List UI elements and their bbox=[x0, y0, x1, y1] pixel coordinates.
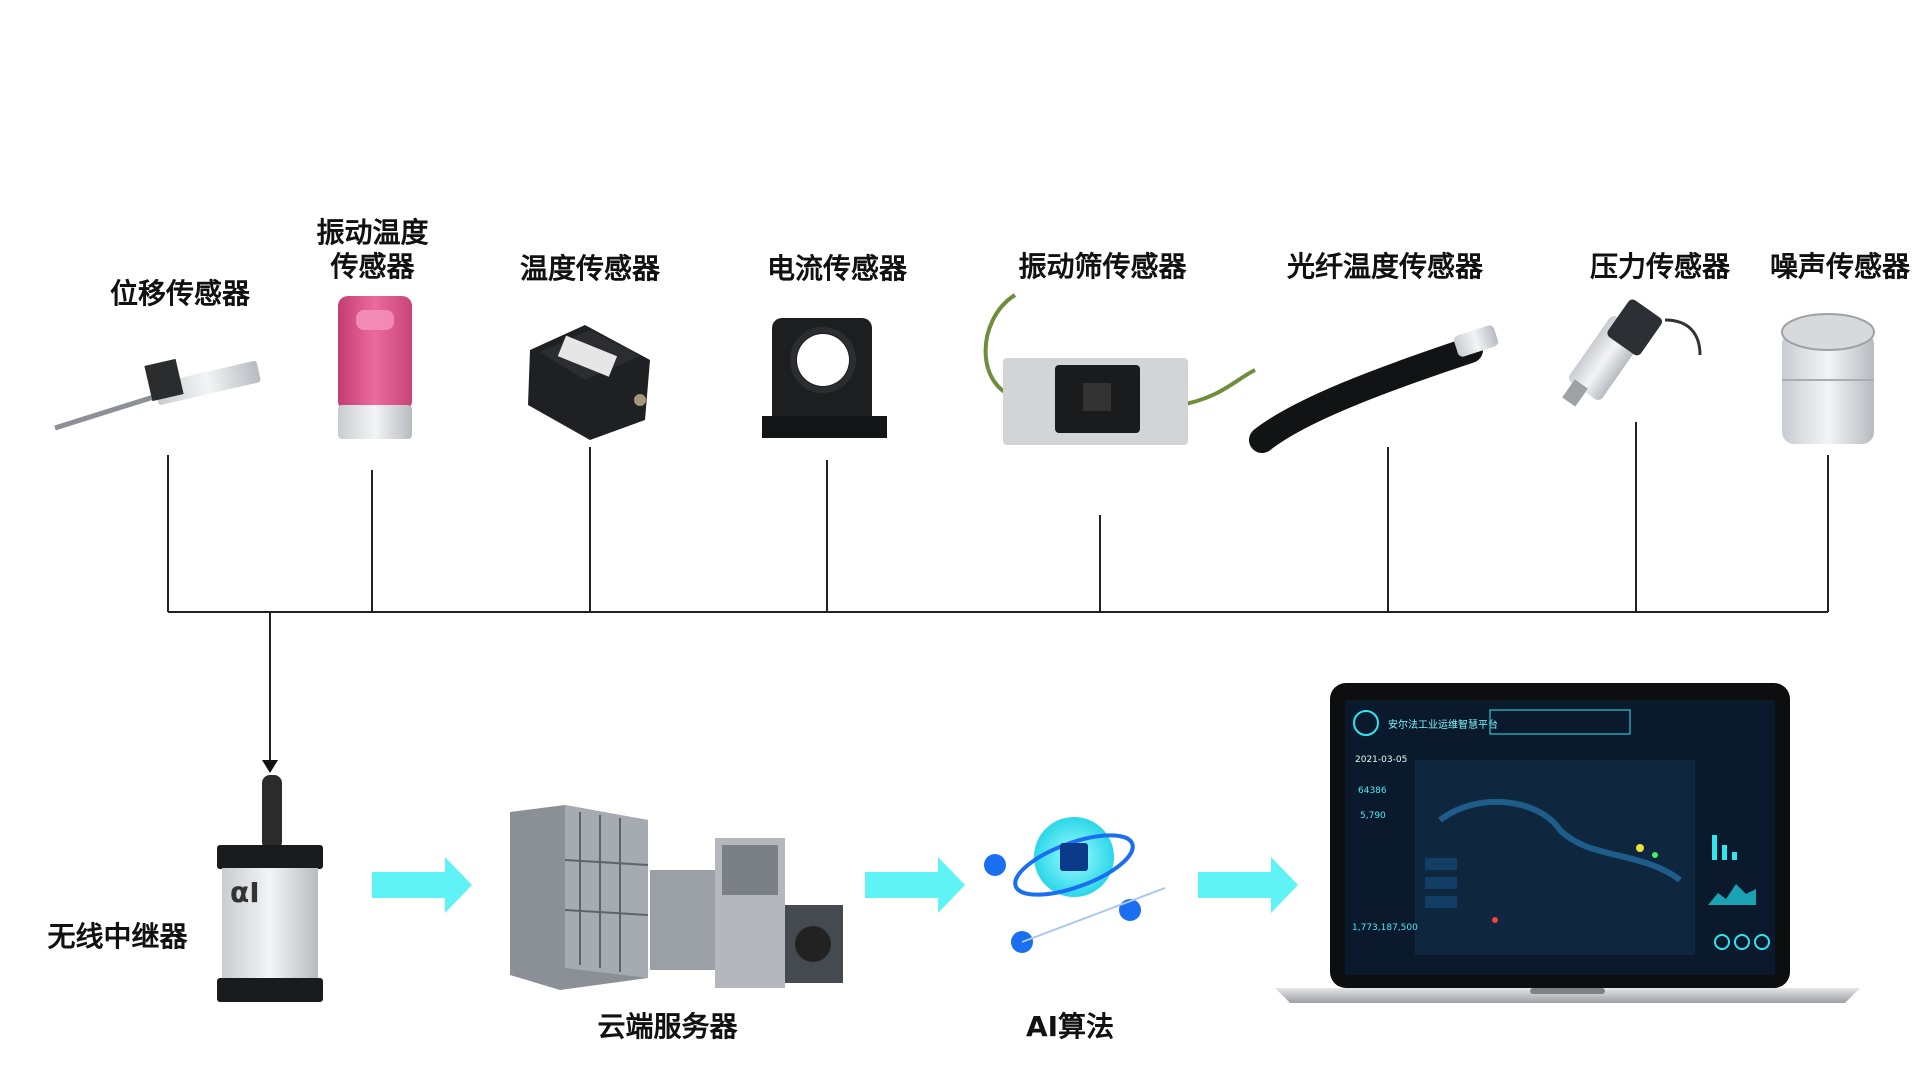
dashboard-total: 1,773,187,500 bbox=[1352, 923, 1418, 933]
flow-arrow-3 bbox=[1198, 857, 1298, 913]
dashboard-stat-2: 5,790 bbox=[1360, 811, 1386, 821]
flow-arrow-1 bbox=[372, 857, 472, 913]
vibrating-screen-sensor-image bbox=[983, 293, 1256, 445]
ai-algorithm-image bbox=[984, 817, 1166, 953]
server-label: 云端服务器 bbox=[597, 1010, 738, 1043]
dashboard-date: 2021-03-05 bbox=[1355, 755, 1407, 765]
sensor-label-vibrating-screen: 振动筛传感器 bbox=[1018, 250, 1187, 283]
sensor-label-noise: 噪声传感器 bbox=[1769, 250, 1910, 283]
ai-node-dot bbox=[984, 854, 1006, 876]
sensor-label-fiber-temperature: 光纤温度传感器 bbox=[1286, 250, 1483, 283]
sensor-label-temperature: 温度传感器 bbox=[519, 252, 660, 285]
laptop-image: 安尔法工业运维智慧平台 2021-03-05 64386 5,790 1,773… bbox=[1275, 683, 1860, 1003]
displacement-sensor-image bbox=[54, 358, 261, 431]
relay-label: 无线中继器 bbox=[47, 920, 188, 953]
sensor-label-pressure: 压力传感器 bbox=[1589, 250, 1730, 283]
sensor-bus-lines bbox=[167, 422, 1829, 762]
ai-node-dot bbox=[1119, 899, 1141, 921]
cloud-server-image bbox=[510, 805, 843, 990]
sensor-label-vibration-temperature: 振动温度 传感器 bbox=[300, 216, 445, 284]
wireless-relay-image: αI bbox=[217, 775, 323, 1002]
dashboard-title: 安尔法工业运维智慧平台 bbox=[1388, 718, 1498, 731]
sensor-label-displacement: 位移传感器 bbox=[109, 277, 250, 310]
vibration-temperature-sensor-image bbox=[338, 296, 412, 439]
sensor-label-current: 电流传感器 bbox=[766, 252, 907, 285]
down-arrowhead bbox=[262, 760, 278, 773]
flow-arrow-2 bbox=[865, 857, 965, 913]
fiber-temperature-sensor-image bbox=[1249, 325, 1499, 453]
current-sensor-image bbox=[762, 318, 887, 438]
temperature-sensor-image bbox=[528, 325, 650, 440]
relay-logo: αI bbox=[230, 876, 260, 909]
sensor-label-vibration-temperature-line2: 传感器 bbox=[330, 250, 415, 283]
sensor-label-vibration-temperature-line1: 振动温度 bbox=[316, 216, 429, 249]
pressure-sensor-image bbox=[1562, 299, 1702, 407]
ai-label: AI算法 bbox=[1025, 1010, 1115, 1043]
noise-sensor-image bbox=[1781, 313, 1875, 444]
dashboard-stat-1: 64386 bbox=[1358, 786, 1387, 796]
